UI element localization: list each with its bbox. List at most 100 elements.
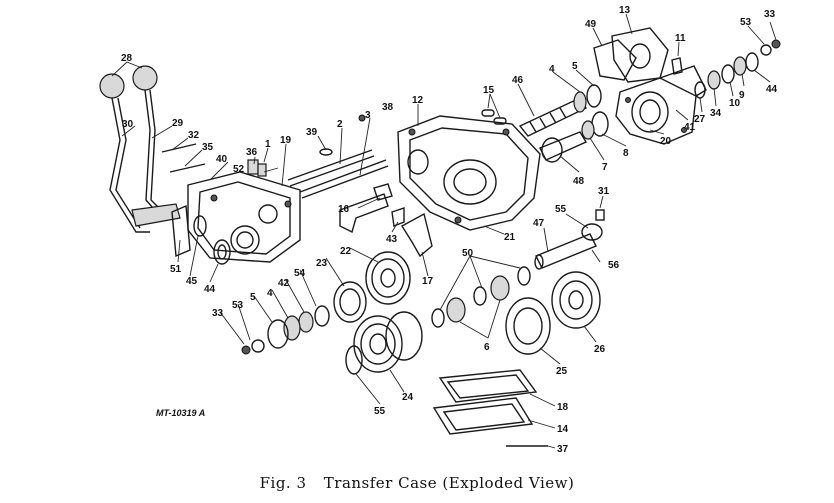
bearing-34 <box>707 70 721 90</box>
shift-fork-17 <box>401 212 433 258</box>
ring-10 <box>721 64 735 84</box>
callout-39: 39 <box>306 127 318 138</box>
transfer-case-12 <box>397 115 541 231</box>
callout-23: 23 <box>316 258 328 269</box>
figure-caption: Fig. 3 Transfer Case (Exploded View) <box>0 474 834 492</box>
shift-forks <box>339 183 433 258</box>
idler-shaft <box>534 209 605 270</box>
callout-37: 37 <box>557 444 569 455</box>
plug-38 <box>358 114 366 122</box>
shift-fork-16 <box>339 193 389 234</box>
callout-33-front: 33 <box>212 308 224 319</box>
ring-50a <box>431 308 445 328</box>
callout-48: 48 <box>573 176 585 187</box>
shift-rail-2 <box>287 149 375 187</box>
callout-5: 5 <box>572 61 578 72</box>
output-shaft-46 <box>518 97 587 137</box>
shift-knob-right <box>132 65 158 91</box>
callout-55-right: 55 <box>555 204 567 215</box>
callout-47: 47 <box>533 218 545 229</box>
callout-5-front: 5 <box>250 292 256 303</box>
callout-24: 24 <box>402 392 414 403</box>
gear-25 <box>505 297 551 355</box>
front-seals <box>171 204 231 265</box>
cup-5-front <box>267 319 289 349</box>
callout-26: 26 <box>594 344 606 355</box>
callout-54: 54 <box>294 268 306 279</box>
callout-10: 10 <box>729 98 741 109</box>
callout-4: 4 <box>549 64 555 75</box>
callout-44: 44 <box>766 84 778 95</box>
washer-53-front <box>251 339 265 353</box>
callout-45: 45 <box>186 276 198 287</box>
dowels-15 <box>481 109 507 125</box>
callout-1: 1 <box>265 139 271 150</box>
ring-42 <box>298 311 314 333</box>
callout-53-front: 53 <box>232 300 244 311</box>
callout-50: 50 <box>462 248 474 259</box>
thrust-washer-55-right <box>581 223 603 241</box>
callout-36: 36 <box>246 147 258 158</box>
callout-3: 3 <box>365 110 371 121</box>
roller-bearing-6b <box>490 275 510 301</box>
ring-50c <box>517 266 531 286</box>
callout-32: 32 <box>188 130 200 141</box>
shaft-48 <box>539 131 588 161</box>
callout-22: 22 <box>340 246 352 257</box>
cover-13 <box>611 27 669 83</box>
rear-cover <box>593 27 683 83</box>
callout-52: 52 <box>233 164 245 175</box>
callout-49: 49 <box>585 19 597 30</box>
callout-25: 25 <box>556 366 568 377</box>
shift-lever-30 <box>109 97 150 233</box>
seal-44 <box>213 239 231 265</box>
bearing-7 <box>581 120 595 140</box>
callout-43: 43 <box>386 234 398 245</box>
callout-19: 19 <box>280 135 292 146</box>
callout-14: 14 <box>557 424 569 435</box>
figure-title: Transfer Case (Exploded View) <box>323 474 575 492</box>
roller-bearing-6a <box>446 297 466 323</box>
shift-levers <box>99 65 181 233</box>
callout-16: 16 <box>338 204 350 215</box>
seal-44-right <box>745 52 759 72</box>
bottom-cover <box>432 369 548 447</box>
plate-51 <box>171 204 191 258</box>
front-housing-19 <box>187 171 301 263</box>
callout-13: 13 <box>619 5 631 16</box>
gasket-49 <box>593 39 637 81</box>
intermediate-parts <box>539 111 609 163</box>
callout-17: 17 <box>422 276 434 287</box>
callout-33: 33 <box>764 9 776 20</box>
callout-27: 27 <box>694 114 706 125</box>
front-housing <box>187 171 301 263</box>
callout-51: 51 <box>170 264 182 275</box>
washer-53-right <box>760 44 772 56</box>
callout-6: 6 <box>484 342 490 353</box>
gears-right <box>505 271 601 355</box>
gears-left <box>333 251 423 373</box>
housing-20 <box>615 77 697 145</box>
bearing-4 <box>573 91 587 113</box>
callout-29: 29 <box>172 118 184 129</box>
nut-33-right <box>771 39 781 49</box>
callout-42: 42 <box>278 278 290 289</box>
callout-4-front: 4 <box>267 288 273 299</box>
figure-number: Fig. 3 <box>259 474 307 492</box>
setscrew-43 <box>391 207 405 227</box>
gear-24 <box>353 315 403 373</box>
gasket-18 <box>438 369 538 403</box>
seal-45 <box>193 215 207 237</box>
callout-2: 2 <box>337 119 343 130</box>
ring-27 <box>694 81 706 99</box>
lever-bracket <box>131 203 181 227</box>
idler-shaft-56 <box>535 233 597 269</box>
mt-reference-code: MT-10319 A <box>156 408 205 418</box>
callout-18: 18 <box>557 402 569 413</box>
interlock-pin-39 <box>319 148 333 156</box>
ring-54 <box>314 305 330 327</box>
lock-plate-31 <box>595 209 605 221</box>
shift-rails <box>287 114 389 199</box>
spring-1 <box>257 163 267 177</box>
